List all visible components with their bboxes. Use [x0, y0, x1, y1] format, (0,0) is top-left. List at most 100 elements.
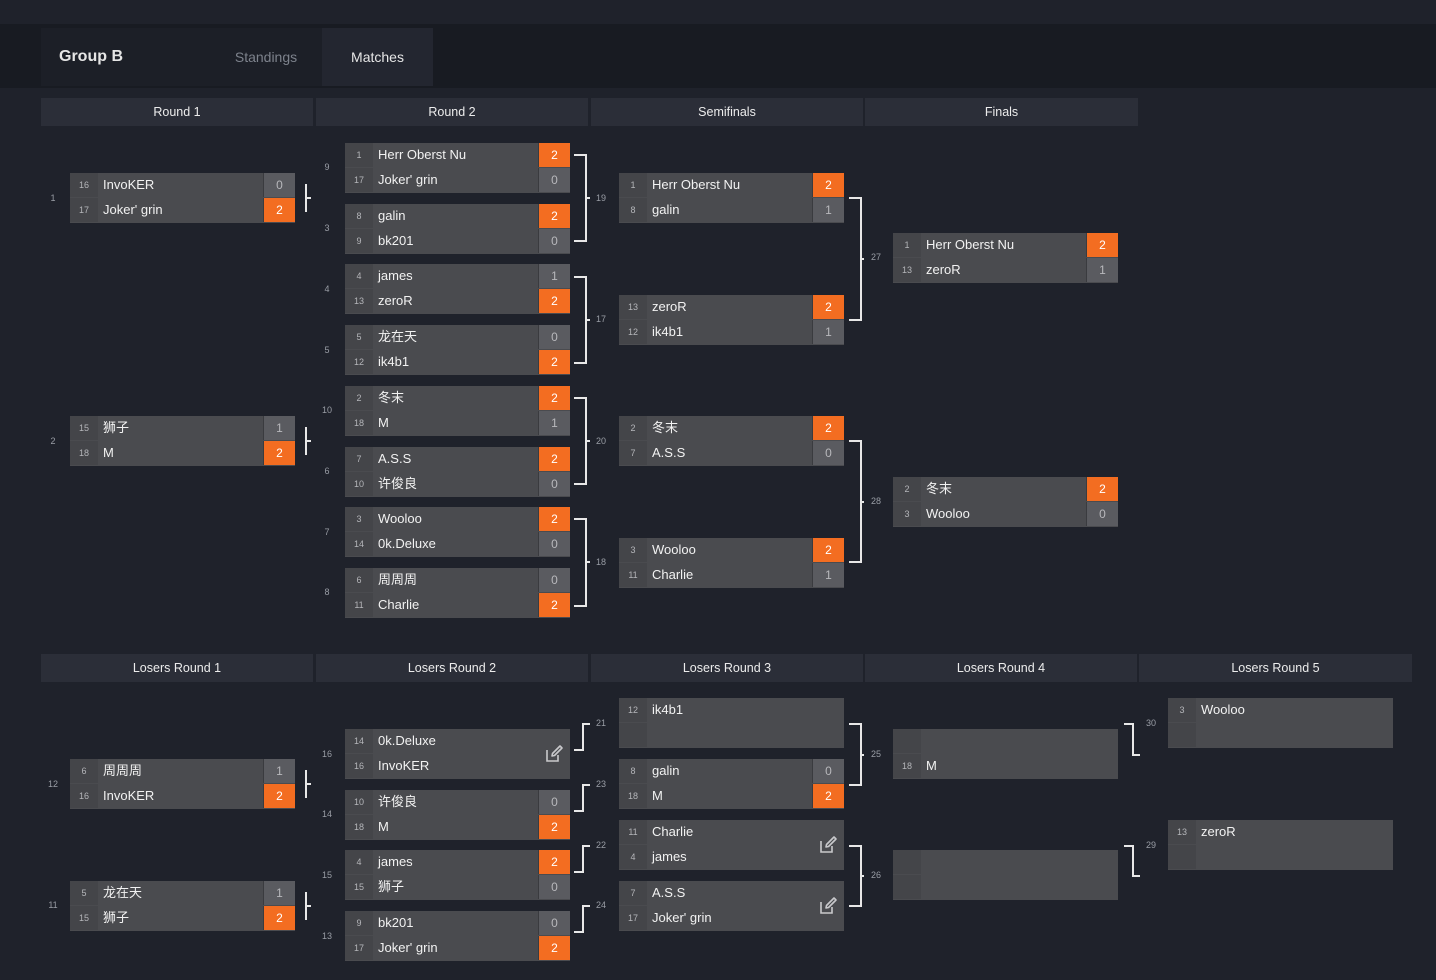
team-row[interactable] [893, 850, 1118, 875]
team-row[interactable] [893, 875, 1118, 900]
team-row[interactable] [1168, 845, 1393, 870]
team-row[interactable] [619, 723, 844, 748]
edit-icon[interactable] [818, 896, 838, 916]
team-seed: 18 [345, 815, 373, 839]
match-number: 19 [595, 193, 606, 203]
team-score: 0 [812, 759, 844, 783]
tab-matches[interactable]: Matches [322, 28, 433, 86]
tab-standings[interactable]: Standings [234, 49, 298, 65]
team-row[interactable] [893, 729, 1118, 754]
match-card[interactable] [893, 850, 1118, 900]
edit-icon[interactable] [818, 835, 838, 855]
team-name: 许俊良 [378, 476, 418, 491]
team-row[interactable] [1168, 723, 1393, 748]
team-score: 0 [263, 173, 295, 197]
edit-icon[interactable] [544, 744, 564, 764]
